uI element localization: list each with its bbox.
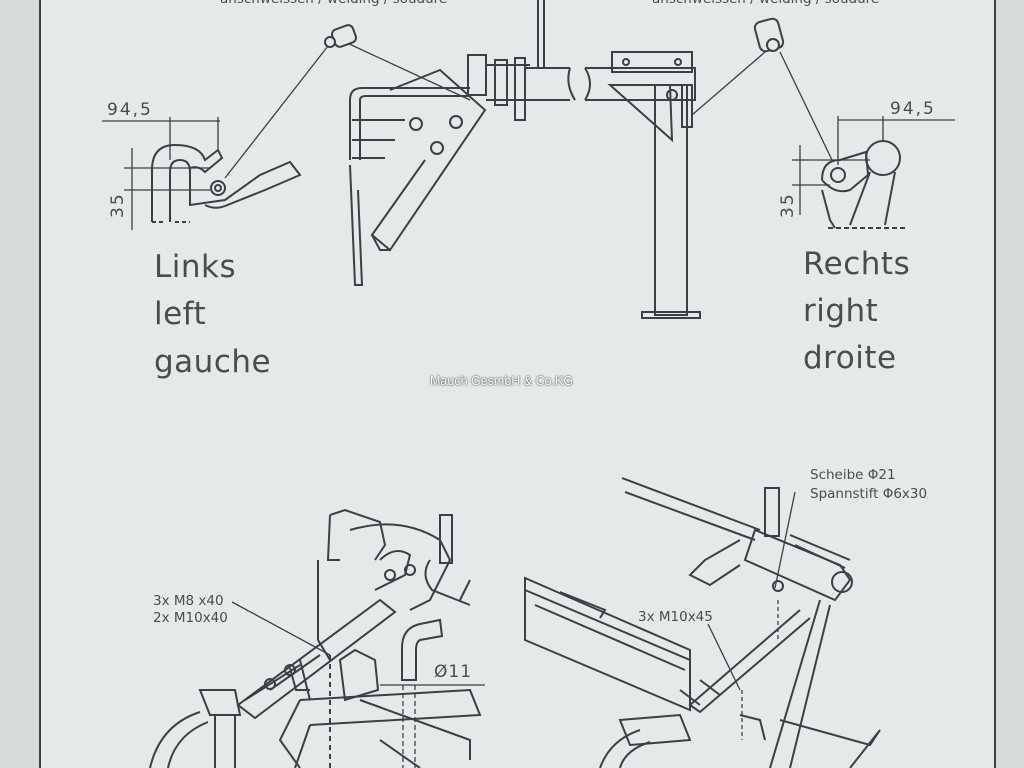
left-leader-lines	[224, 41, 471, 179]
weld-note-right: anschweissen / welding / soudure	[652, 0, 879, 8]
left-hook-detail	[151, 143, 302, 223]
bolt-leader-line	[231, 601, 331, 656]
left-weld-symbol	[324, 24, 358, 48]
washer-label: Scheibe Φ21	[810, 467, 896, 483]
left-label-de: Links	[154, 249, 237, 285]
center-frame-assembly	[349, 0, 576, 286]
paper-sheet	[40, 0, 995, 768]
hole-diameter-label: Ø11	[434, 662, 473, 682]
stand-leg-assembly	[584, 51, 701, 319]
right-label-en: right	[803, 293, 879, 329]
watermark: Mauch GesmbH & Co.KG	[430, 374, 574, 388]
bottom-right-assembly	[524, 477, 881, 768]
left-height-dimension: 35	[108, 192, 128, 218]
pin-label: Spannstift Φ6x30	[810, 486, 928, 502]
right-width-dimension: 94,5	[890, 99, 936, 119]
left-label-fr: gauche	[154, 344, 272, 380]
right-label-de: Rechts	[803, 246, 911, 282]
left-dimension-lines	[102, 117, 220, 230]
left-label-en: left	[154, 296, 207, 332]
bolt-spec-line-1: 3x M8 x40	[153, 593, 224, 609]
right-dimension-lines	[792, 116, 955, 215]
bolt-diameter-detail	[380, 618, 485, 768]
weld-note-left: anschweissen / welding / soudure	[220, 0, 447, 8]
right-weld-symbol	[753, 17, 785, 53]
bottom-right-leaders	[707, 491, 796, 691]
left-width-dimension: 94,5	[107, 100, 153, 120]
bolt-spec-line-2: 2x M10x40	[153, 610, 228, 626]
right-label-fr: droite	[803, 340, 897, 376]
right-leader-lines	[691, 51, 833, 161]
bolt-spec-right: 3x M10x45	[638, 609, 713, 625]
right-height-dimension: 35	[778, 192, 798, 218]
